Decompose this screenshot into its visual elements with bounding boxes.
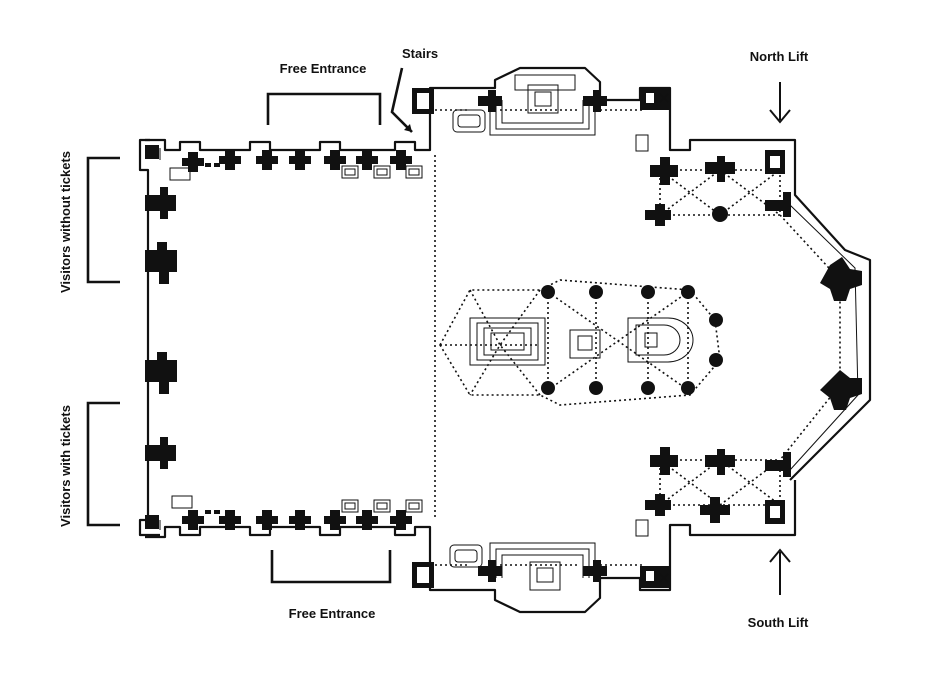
side-furniture xyxy=(341,109,649,568)
outer-walls xyxy=(138,66,872,614)
choir-pillars xyxy=(541,285,723,395)
visitors-without-tickets-label: Visitors without tickets xyxy=(58,151,73,293)
apse-piers xyxy=(645,150,862,524)
visitors-without-tickets-bracket xyxy=(86,156,120,284)
stairs-label: Stairs xyxy=(402,46,438,61)
visitors-with-tickets-label: Visitors with tickets xyxy=(58,405,73,527)
free-entrance-top-bracket xyxy=(266,92,382,125)
choir-furniture xyxy=(469,317,694,366)
south-lift-label: South Lift xyxy=(748,615,809,630)
free-entrance-bottom-bracket xyxy=(270,550,392,584)
stairs-pointer xyxy=(390,67,413,133)
visitors-with-tickets-bracket xyxy=(86,401,120,527)
free-entrance-top-label: Free Entrance xyxy=(280,61,367,76)
north-lift-arrowhead xyxy=(769,109,791,124)
nave-piers xyxy=(145,145,412,530)
stairs-arrowhead xyxy=(404,124,412,132)
north-lift-label: North Lift xyxy=(750,49,809,64)
free-entrance-bottom-label: Free Entrance xyxy=(289,606,376,621)
south-portal xyxy=(412,542,670,591)
south-lift-arrowhead xyxy=(769,548,791,563)
north-portal xyxy=(412,74,670,136)
vault-ribs xyxy=(430,109,841,566)
annotations xyxy=(86,67,791,595)
